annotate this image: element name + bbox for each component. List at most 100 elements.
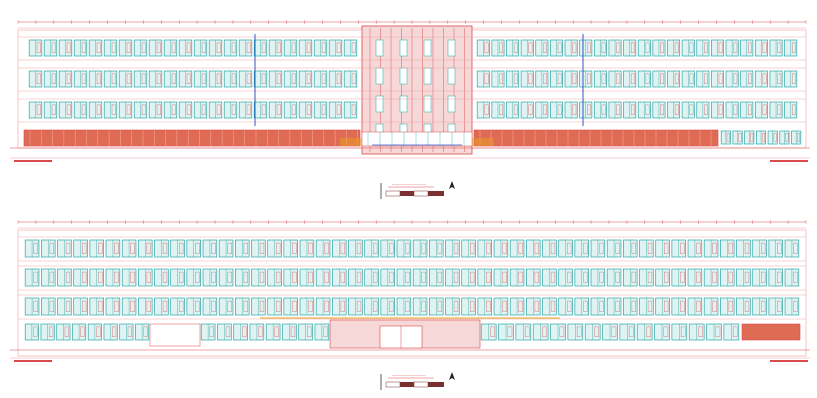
sash-outline <box>231 104 236 115</box>
sash-outline <box>162 242 168 254</box>
sash-outline <box>66 73 71 84</box>
sash-outline <box>550 300 556 312</box>
core-window <box>399 39 408 57</box>
sash-outline <box>421 271 426 283</box>
core-window <box>375 95 384 113</box>
sash-outline <box>645 104 650 115</box>
core-window <box>399 67 408 85</box>
sash-outline <box>209 326 214 337</box>
sash-outline <box>36 104 41 115</box>
sash-outline <box>36 42 41 53</box>
level-mark <box>770 160 808 162</box>
sash-outline <box>243 300 248 312</box>
sash-outline <box>308 300 313 312</box>
sash-outline <box>66 104 71 115</box>
sash-outline <box>576 326 582 337</box>
sash-outline <box>502 242 507 254</box>
sash-outline <box>306 104 311 115</box>
sash-outline <box>524 326 530 337</box>
sash-outline <box>689 104 694 115</box>
sash-outline <box>616 42 621 53</box>
sash-outline <box>484 104 489 115</box>
core-window <box>447 67 456 85</box>
sash-outline <box>246 104 251 115</box>
core-window <box>423 95 432 113</box>
sash-outline <box>246 42 251 53</box>
level-mark <box>770 360 808 362</box>
sash-outline <box>660 73 665 84</box>
sash-outline <box>674 73 679 84</box>
sash-outline <box>195 300 200 312</box>
scale-bar-lower <box>380 372 455 390</box>
sash-outline <box>712 271 717 283</box>
sash-outline <box>583 271 588 283</box>
sash-outline <box>351 73 356 84</box>
sash-outline <box>96 73 101 84</box>
sash-outline <box>550 271 556 283</box>
sash-outline <box>82 242 87 254</box>
sash-outline <box>127 326 132 337</box>
sash-outline <box>712 300 717 312</box>
sash-outline <box>543 42 547 53</box>
sash-outline <box>680 300 685 312</box>
sash-outline <box>630 73 635 84</box>
sash-outline <box>791 104 796 115</box>
sash-outline <box>748 42 752 53</box>
sash-outline <box>96 104 101 115</box>
sash-outline <box>528 73 533 84</box>
sash-outline <box>227 242 232 254</box>
sash-outline <box>631 271 636 283</box>
sash-outline <box>242 326 247 337</box>
sash-outline <box>490 326 495 337</box>
sash-outline <box>631 300 636 312</box>
sash-outline <box>773 133 777 142</box>
sash-outline <box>340 271 345 283</box>
sash-outline <box>211 300 216 312</box>
sash-outline <box>143 326 148 337</box>
sash-outline <box>777 104 782 115</box>
lower-elevation <box>10 220 810 362</box>
sash-outline <box>689 42 694 53</box>
north-arrow-icon <box>449 181 455 189</box>
sash-outline <box>791 42 796 53</box>
sash-outline <box>615 300 620 312</box>
sash-outline <box>146 242 151 254</box>
sash-outline <box>111 73 116 84</box>
sash-outline <box>674 104 679 115</box>
sash-outline <box>82 300 87 312</box>
sash-outline <box>728 242 733 254</box>
sash-outline <box>292 300 297 312</box>
sash-outline <box>227 271 232 283</box>
sash-outline <box>599 271 604 283</box>
sash-outline <box>761 133 765 142</box>
sash-outline <box>534 271 539 283</box>
sash-outline <box>421 242 426 254</box>
sash-outline <box>628 326 634 337</box>
sash-outline <box>437 271 442 283</box>
sash-outline <box>259 242 265 254</box>
core-window <box>447 95 456 113</box>
sash-outline <box>114 242 119 254</box>
sash-outline <box>259 300 265 312</box>
sash-outline <box>616 73 621 84</box>
sash-outline <box>559 326 565 337</box>
sash-outline <box>733 73 738 84</box>
sash-outline <box>146 300 151 312</box>
scale-segment <box>385 190 401 197</box>
sash-outline <box>689 73 694 84</box>
sash-outline <box>664 300 669 312</box>
sash-outline <box>81 42 86 53</box>
sash-outline <box>732 326 738 337</box>
sash-outline <box>130 242 135 254</box>
sash-outline <box>49 300 54 312</box>
core-window <box>375 39 384 57</box>
north-arrow-icon <box>449 372 455 380</box>
sash-outline <box>373 271 378 283</box>
sash-outline <box>276 104 281 115</box>
sash-outline <box>186 42 191 53</box>
sash-outline <box>276 42 281 53</box>
sash-outline <box>453 242 459 254</box>
sash-outline <box>486 242 491 254</box>
sash-outline <box>726 133 730 142</box>
sash-outline <box>324 242 329 254</box>
